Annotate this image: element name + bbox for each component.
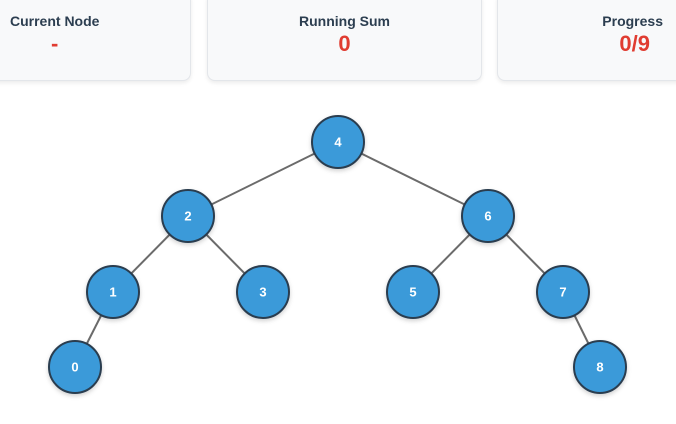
running-sum-value: 0: [338, 31, 351, 56]
tree-node-circle[interactable]: [573, 340, 627, 394]
progress-value: 0/9: [619, 31, 650, 56]
tree-node-4[interactable]: 4: [311, 115, 365, 169]
tree-node-circle[interactable]: [161, 189, 215, 243]
tree-node-label: 5: [409, 284, 416, 299]
tree-node-label: 0: [71, 359, 78, 374]
progress-label: Progress: [602, 13, 663, 29]
tree-node-label: 3: [259, 284, 266, 299]
tree-node-label: 2: [184, 208, 191, 223]
tree-node-label: 8: [596, 359, 603, 374]
tree-node-circle[interactable]: [311, 115, 365, 169]
tree-node-circle[interactable]: [386, 265, 440, 319]
tree-node-6[interactable]: 6: [461, 189, 515, 243]
tree-node-label: 1: [109, 284, 116, 299]
current-node-value: -: [51, 31, 59, 56]
tree-node-1[interactable]: 1: [86, 265, 140, 319]
running-sum-card: Running Sum 0: [207, 0, 482, 81]
tree-node-5[interactable]: 5: [386, 265, 440, 319]
running-sum-label: Running Sum: [299, 13, 390, 29]
progress-card: Progress 0/9: [497, 0, 676, 81]
tree-node-circle[interactable]: [48, 340, 102, 394]
tree-node-label: 6: [484, 208, 491, 223]
tree-node-label: 4: [334, 134, 342, 149]
tree-node-circle[interactable]: [86, 265, 140, 319]
tree-node-8[interactable]: 8: [573, 340, 627, 394]
tree-edge-4-6: [337, 141, 489, 217]
tree-node-circle[interactable]: [536, 265, 590, 319]
tree-node-circle[interactable]: [461, 189, 515, 243]
tree-nodes: 4 2 6 1 3 5 7 0 8: [48, 115, 627, 394]
tree-node-label: 7: [559, 284, 566, 299]
tree-edge-4-2: [187, 141, 339, 217]
tree-node-circle[interactable]: [236, 265, 290, 319]
current-node-card: Current Node -: [0, 0, 191, 81]
tree-node-2[interactable]: 2: [161, 189, 215, 243]
tree-node-0[interactable]: 0: [48, 340, 102, 394]
tree-edges: [74, 141, 601, 368]
current-node-label: Current Node: [10, 13, 100, 29]
tree-node-3[interactable]: 3: [236, 265, 290, 319]
tree-node-7[interactable]: 7: [536, 265, 590, 319]
